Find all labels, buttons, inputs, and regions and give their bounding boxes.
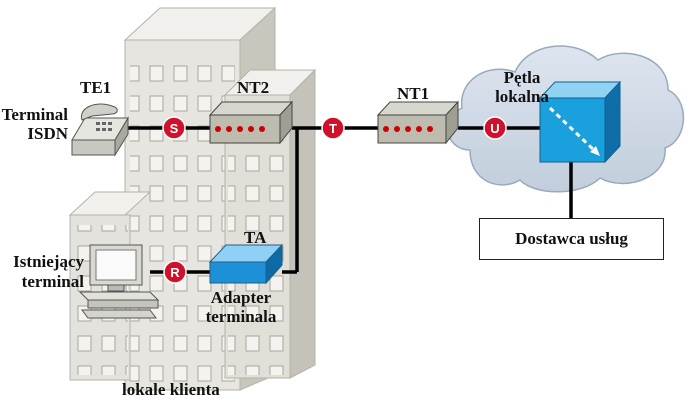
terminal-isdn-label-2: ISDN: [27, 124, 68, 143]
petla-label-2: lokalna: [495, 87, 549, 106]
ref-point-u: U: [483, 116, 507, 140]
ref-point-r-label: R: [170, 265, 180, 280]
te1-label: TE1: [80, 78, 112, 97]
ref-point-t: T: [321, 116, 345, 140]
computer-icon: [78, 244, 160, 319]
existing-terminal-label-1: Istniejący: [13, 252, 84, 271]
adapter-label-1: Adapter: [210, 288, 272, 307]
premises-label: lokale klienta: [122, 380, 220, 399]
existing-terminal-label-2: terminal: [21, 272, 84, 291]
nt1-label: NT1: [397, 84, 430, 103]
modem-device-icon: [208, 100, 294, 145]
ref-point-s: S: [162, 116, 186, 140]
terminal-adapter-icon: [208, 243, 284, 285]
terminal-isdn-label-1: Terminal: [1, 105, 68, 124]
building-icon: [68, 6, 317, 391]
ref-point-t-label: T: [329, 121, 337, 136]
adapter-label-2: terminala: [205, 307, 277, 326]
ta-label: TA: [244, 228, 267, 247]
provider-box: Dostawca usług: [479, 218, 664, 260]
telephone-icon: [71, 103, 129, 157]
isdn-switch-icon: [538, 80, 622, 164]
nt2-label: NT2: [237, 78, 270, 97]
petla-label-1: Pętla: [503, 68, 541, 87]
ref-point-s-label: S: [170, 121, 179, 136]
ref-point-u-label: U: [490, 121, 499, 136]
ref-point-r: R: [163, 260, 187, 284]
modem-device-icon: [376, 100, 460, 145]
